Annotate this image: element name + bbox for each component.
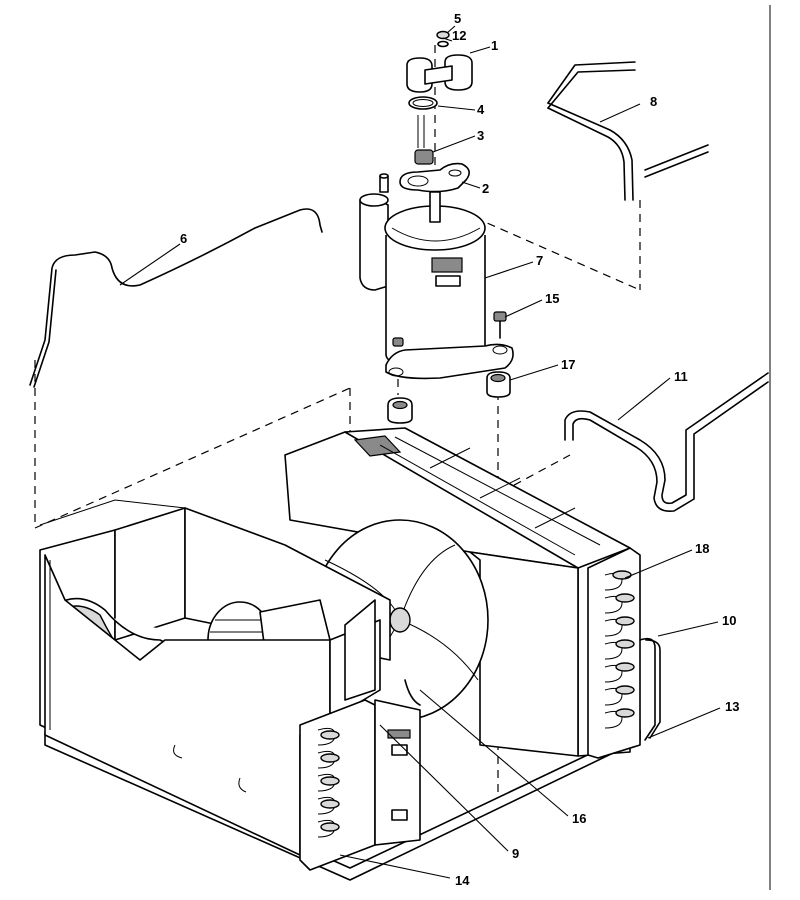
compressor-top-parts (399, 30, 473, 193)
callout-15: 15 (545, 291, 559, 306)
callout-5: 5 (454, 11, 461, 26)
base-unit-assembly (39, 427, 661, 881)
callout-11: 11 (674, 369, 688, 384)
grommets-part-17 (387, 371, 511, 424)
compressor-part-7 (359, 173, 514, 380)
callout-17: 17 (561, 357, 575, 372)
callout-8: 8 (650, 94, 657, 109)
callout-2: 2 (482, 181, 489, 196)
callout-6: 6 (180, 231, 187, 246)
callout-13: 13 (725, 699, 739, 714)
callout-12: 12 (452, 28, 466, 43)
callout-4: 4 (477, 102, 485, 117)
callout-14: 14 (455, 873, 470, 888)
tube-part-11 (564, 372, 769, 513)
callout-labels: 5 12 1 4 8 3 2 6 7 15 17 11 18 10 13 16 … (180, 11, 739, 888)
callout-16: 16 (572, 811, 586, 826)
callout-7: 7 (536, 253, 543, 268)
callout-1: 1 (491, 38, 498, 53)
callout-10: 10 (722, 613, 736, 628)
tube-part-8 (547, 61, 709, 201)
callout-9: 9 (512, 846, 519, 861)
callout-3: 3 (477, 128, 484, 143)
callout-18: 18 (695, 541, 709, 556)
tube-part-6 (29, 208, 323, 386)
leader-lines (119, 25, 721, 879)
